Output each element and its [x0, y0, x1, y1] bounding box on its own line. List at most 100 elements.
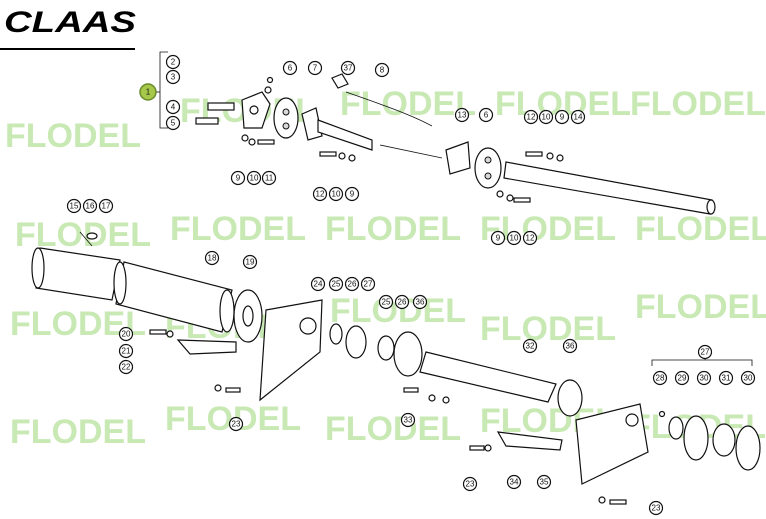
callout-circle [165, 99, 181, 115]
callout-label: 16 [86, 202, 95, 211]
watermark-text: FLODEL [10, 413, 146, 451]
callout-30: 30 [696, 370, 712, 386]
callout-30: 30 [740, 370, 756, 386]
callout-28: 28 [652, 370, 668, 386]
callout-label: 15 [70, 202, 79, 211]
claas-logo: CLAAS [4, 2, 140, 42]
callout-circle [118, 343, 134, 359]
callout-circle [165, 54, 181, 70]
callout-label: 28 [656, 374, 665, 383]
callout-label: 29 [678, 374, 687, 383]
callout-label: 3 [171, 73, 176, 82]
callout-label: 9 [236, 174, 241, 183]
callout-circle [307, 60, 323, 76]
callout-20: 20 [118, 326, 134, 342]
callout-circle [165, 115, 181, 131]
callout-circle [328, 186, 344, 202]
callout-circle [523, 109, 539, 125]
callout-label: 17 [102, 202, 111, 211]
callout-9: 9 [344, 186, 360, 202]
callout-label: 34 [510, 478, 519, 487]
callout-label: 31 [722, 374, 731, 383]
drive-rod [379, 144, 443, 159]
housing-36 [393, 331, 423, 377]
callout-circle [554, 109, 570, 125]
callout-circle [378, 294, 394, 310]
callout-label: 4 [171, 103, 176, 112]
callout-3: 3 [165, 69, 181, 85]
callout-circle [282, 60, 298, 76]
callout-10: 10 [506, 230, 522, 246]
callout-label: 11 [265, 174, 274, 183]
callout-circle [394, 294, 410, 310]
callout-10: 10 [246, 170, 262, 186]
callout-label: 19 [246, 258, 255, 267]
callout-23: 23 [462, 476, 478, 492]
callout-circle [328, 276, 344, 292]
callout-10: 10 [328, 186, 344, 202]
callout-circle [374, 62, 390, 78]
watermark-text: FLODEL [635, 288, 766, 326]
callout-circle [490, 230, 506, 246]
callout-12: 12 [523, 109, 539, 125]
callout-label: 37 [344, 64, 353, 73]
callout-21: 21 [118, 343, 134, 359]
shaft-14 [503, 161, 713, 215]
callout-15: 15 [66, 198, 82, 214]
callout-label: 24 [314, 280, 323, 289]
callout-circle [674, 370, 690, 386]
coupling-disc-right [474, 147, 502, 189]
callout-25: 25 [328, 276, 344, 292]
roller-tube-15 [31, 231, 121, 301]
callout-label: 22 [122, 363, 131, 372]
housing-36b [557, 379, 583, 417]
callout-23: 23 [648, 500, 664, 516]
callout-circle [506, 474, 522, 490]
watermark-text: FLODEL [5, 117, 141, 155]
callout-circle [462, 476, 478, 492]
callout-circle [312, 186, 328, 202]
callout-36: 36 [562, 338, 578, 354]
tube-32 [419, 351, 557, 403]
callout-label: 32 [526, 342, 535, 351]
callout-12: 12 [522, 230, 538, 246]
callout-13: 13 [454, 107, 470, 123]
callout-circle [246, 170, 262, 186]
callout-label: 13 [458, 111, 467, 120]
callout-label: 26 [348, 280, 357, 289]
callout-29: 29 [674, 370, 690, 386]
callout-12: 12 [312, 186, 328, 202]
watermark-text: FLODEL [325, 210, 461, 248]
callout-27: 27 [697, 344, 713, 360]
watermark-text: FLODEL [480, 310, 616, 348]
callout-label: 27 [364, 280, 373, 289]
callout-circle [344, 276, 360, 292]
callout-label: 30 [700, 374, 709, 383]
callout-circle [652, 370, 668, 386]
watermark-text: FLODEL [170, 210, 306, 248]
callout-label: 10 [510, 234, 519, 243]
callout-label: 1 [146, 88, 151, 97]
callout-circle [360, 276, 376, 292]
callout-23: 23 [228, 416, 244, 432]
callout-24: 24 [310, 276, 326, 292]
callout-circle [261, 170, 277, 186]
callout-label: 12 [526, 234, 535, 243]
callout-circle [204, 250, 220, 266]
callout-circle [696, 370, 712, 386]
callout-label: 9 [560, 113, 565, 122]
callout-label: 5 [171, 119, 176, 128]
callout-circle [242, 254, 258, 270]
callout-label: 36 [566, 342, 575, 351]
callout-circle [522, 230, 538, 246]
callout-25: 25 [378, 294, 394, 310]
callout-14: 14 [570, 109, 586, 125]
callout-label: 26 [398, 298, 407, 307]
callout-31: 31 [718, 370, 734, 386]
callout-17: 17 [98, 198, 114, 214]
bearing-31 [712, 423, 736, 457]
callout-9: 9 [230, 170, 246, 186]
callout-22: 22 [118, 359, 134, 375]
roller-tube-18 [113, 261, 235, 333]
